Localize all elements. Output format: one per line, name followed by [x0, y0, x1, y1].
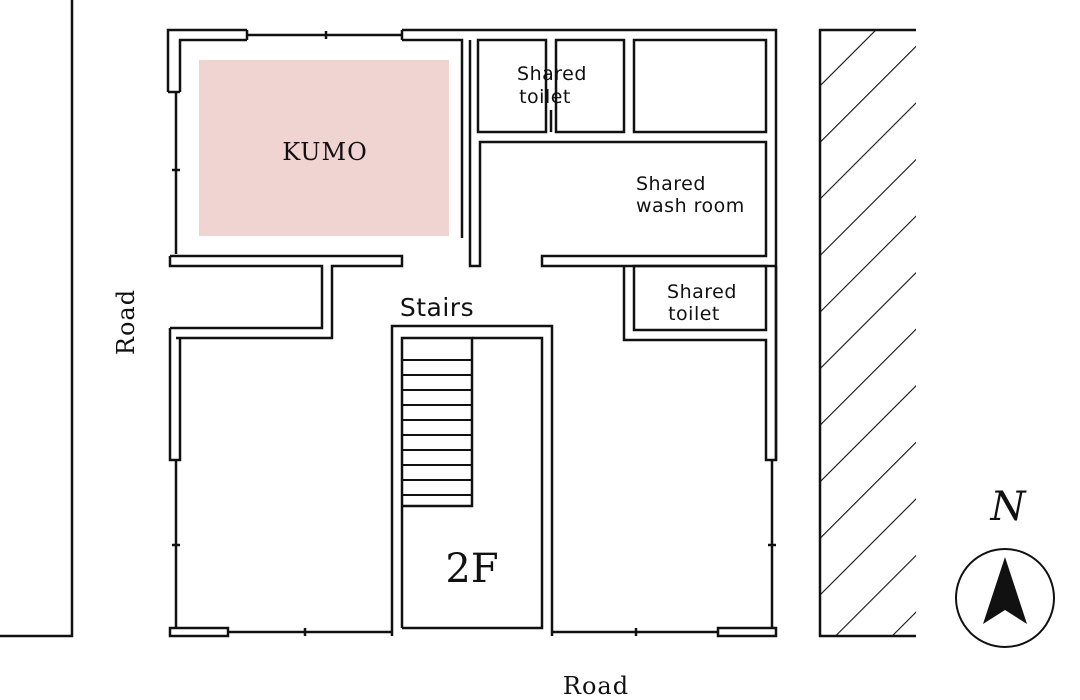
floor-label: 2F: [445, 546, 498, 592]
shared-wash-room-label-line1: Shared: [636, 173, 706, 195]
shared-wash-room-label-line2: wash room: [636, 195, 745, 217]
compass-north-label: N: [990, 484, 1028, 530]
left-road-boundary: [0, 0, 74, 638]
shared-toilet-top-label-line1: Shared: [517, 63, 587, 85]
shared-toilet-right-label-line2: toilet: [668, 303, 720, 325]
compass: N: [955, 484, 1055, 648]
road-label-left: Road: [112, 289, 140, 355]
kumo-room-highlight: [199, 60, 449, 236]
neighbor-hatched-area: [820, 30, 916, 636]
road-label-bottom: Road: [563, 672, 629, 700]
stair-treads: [402, 359, 472, 496]
stairs-label: Stairs: [400, 293, 474, 322]
kumo-room-label: KUMO: [282, 138, 368, 166]
neighbor-boundary: [818, 28, 916, 638]
walls: [166, 28, 778, 638]
compass-arrow-icon: [983, 557, 1027, 624]
compass-circle: [955, 548, 1055, 648]
shared-toilet-right-label-line1: Shared: [667, 281, 737, 303]
shared-toilet-top-label-line2: toilet: [519, 86, 571, 108]
